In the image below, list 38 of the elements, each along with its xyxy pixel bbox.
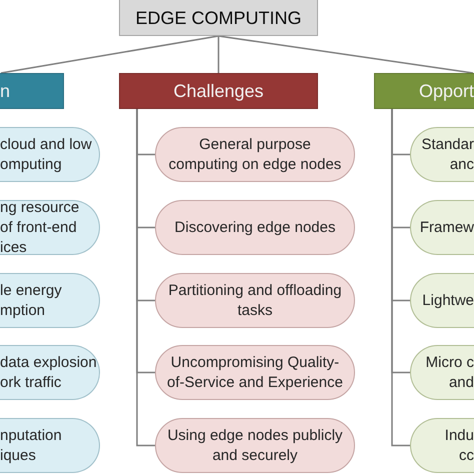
topic-label: Discovering edge nodes [174,218,336,238]
category-label: Challenges [173,82,264,100]
topic-label: Framew [418,218,474,238]
category-header [119,73,318,109]
topic-pill [410,418,474,473]
topic-label: cloud and low omputing [0,134,93,174]
topic-pill [0,418,100,473]
topic-label: Indu cc [444,426,474,466]
topic-label: data explosion ork traffic [0,352,98,392]
connector-line [0,35,219,74]
category-label: Opport [418,82,474,100]
connector-line [218,36,220,73]
topic-pill [0,200,100,255]
category-label: n [0,82,10,100]
topic-label: Micro c and [424,352,474,392]
topic-pill [0,273,100,328]
topic-pill [410,273,474,328]
topic-pill [0,127,100,182]
connector-line [218,35,474,74]
topic-label: ng resource of front-end ices [0,198,80,258]
topic-label: Standar anc [420,134,474,174]
topic-pill [410,345,474,400]
root-box [119,0,318,36]
topic-pill [410,127,474,182]
topic-pill [0,345,100,400]
category-header [0,73,64,109]
topic-label: Lightwe [421,290,474,310]
topic-label: nputation iques [0,426,63,466]
topic-label: le energy mption [0,280,63,320]
connector-line [136,109,155,446]
connector-line [391,109,410,446]
topic-label: Partitioning and offloading tasks [167,280,343,320]
topic-pill [410,200,474,255]
category-header [374,73,474,109]
topic-label: Uncompromising Quality-of-Service and Experience [166,352,344,392]
topic-label: Using edge nodes publicly and securely [166,426,344,466]
topic-label: General purpose computing on edge nodes [168,134,342,174]
root-label: EDGE COMPUTING [135,8,302,26]
